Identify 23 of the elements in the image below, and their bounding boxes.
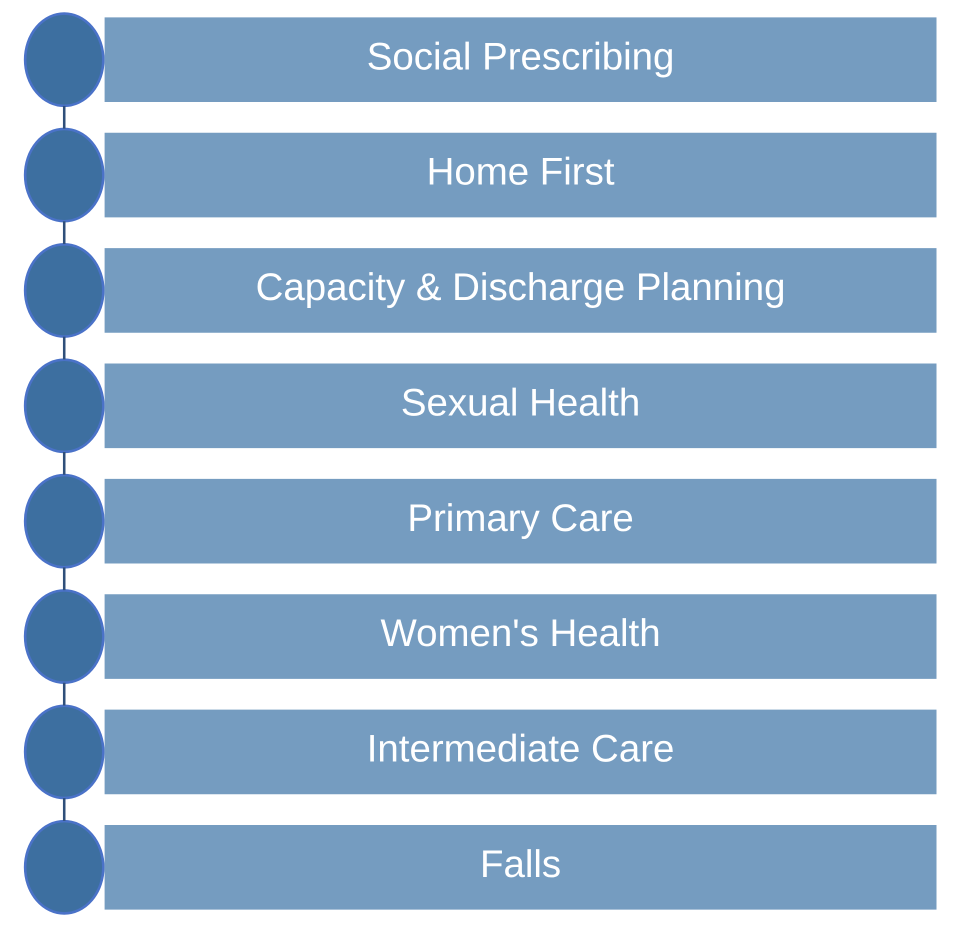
node-circle [23, 589, 104, 684]
node-box: Women's Health [104, 594, 936, 679]
node-circle [23, 243, 104, 338]
node-circle [23, 128, 104, 223]
connector [62, 682, 65, 706]
node-circle [23, 820, 104, 915]
connector [62, 798, 65, 821]
connector [62, 221, 65, 244]
node-box: Falls [104, 824, 936, 910]
node-circle [23, 358, 104, 454]
node-box: Capacity & Discharge Planning [104, 248, 936, 333]
connector [62, 336, 65, 360]
connector [62, 452, 65, 475]
node-box: Primary Care [104, 478, 936, 564]
node-box: Sexual Health [104, 364, 936, 448]
node-box: Intermediate Care [104, 710, 936, 794]
node-circle [23, 12, 104, 108]
node-box: Social Prescribing [104, 17, 936, 102]
connector [62, 106, 65, 129]
node-circle [23, 474, 104, 569]
connector [62, 567, 65, 590]
node-box: Home First [104, 132, 936, 218]
node-circle [23, 704, 104, 800]
